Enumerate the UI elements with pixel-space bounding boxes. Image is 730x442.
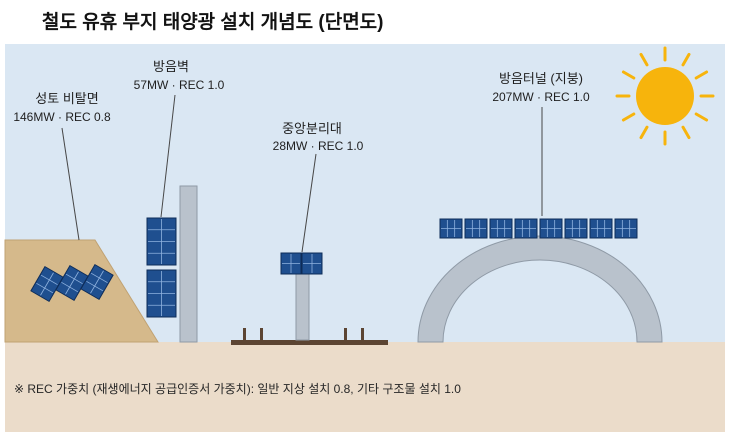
sun-disc: [636, 67, 694, 125]
embankment-site: 성토 비탈면 146MW · REC 0.8: [4, 91, 159, 343]
solar-panel-grid-line: [40, 272, 54, 296]
embankment-label: 성토 비탈면: [35, 91, 98, 106]
solar-panel-grid-line: [65, 273, 83, 285]
rail-post: [361, 328, 364, 340]
ground: [5, 342, 725, 432]
median-pole: [295, 273, 310, 341]
solar-panel-grid-line: [90, 272, 108, 284]
solar-panel-grid-line: [86, 280, 104, 292]
rec-weight-footnote: ※ REC 가중치 (재생에너지 공급인증서 가중치): 일반 지상 설치 0.…: [14, 382, 461, 396]
solar-panel-grid-line: [61, 281, 79, 293]
median-solar-panels: [280, 252, 323, 275]
solar-panel: [514, 218, 538, 239]
sun-rays: [615, 46, 715, 146]
rail-track-base: [231, 340, 388, 345]
solar-panel: [146, 269, 177, 318]
embankment-leader-line: [61, 127, 80, 241]
solar-panel: [564, 218, 588, 239]
rail-post: [243, 328, 246, 340]
noise-barrier-capacity: 57MW · REC 1.0: [134, 78, 225, 92]
sun-ray: [639, 52, 649, 67]
solar-panel-grid-line: [65, 271, 79, 295]
sun-ray: [694, 112, 709, 122]
sun-ray: [621, 70, 636, 80]
sun-ray: [621, 112, 636, 122]
solar-panel: [30, 265, 64, 303]
diagram-title: 철도 유휴 부지 태양광 설치 개념도 (단면도): [42, 11, 384, 33]
solar-panel-grid-line: [40, 274, 58, 286]
rail-post: [260, 328, 263, 340]
noise-barrier-site: 방음벽 57MW · REC 1.0: [134, 59, 225, 343]
rail-post: [344, 328, 347, 340]
solar-panel-grid-line: [90, 270, 104, 294]
sun-ray: [681, 52, 691, 67]
solar-panel: [464, 218, 488, 239]
median-leader-line: [301, 153, 317, 253]
solar-panel: [589, 218, 613, 239]
noise-barrier-wall: [179, 185, 198, 343]
solar-panel: [539, 218, 563, 239]
sun-ray: [681, 125, 691, 140]
solar-panel: [439, 218, 463, 239]
solar-panel: [280, 252, 302, 275]
median-site: 중앙분리대 28MW · REC 1.0: [231, 121, 388, 345]
embankment-solar-panels: [30, 263, 114, 303]
noise-tunnel-label: 방음터널 (지붕): [499, 71, 583, 86]
noise-tunnel-capacity: 207MW · REC 1.0: [492, 90, 590, 104]
median-capacity: 28MW · REC 1.0: [273, 139, 364, 153]
solar-panel: [301, 252, 323, 275]
solar-panel-grid-line: [36, 282, 54, 294]
noise-tunnel-roof-solar-panels: [439, 218, 638, 239]
solar-panel: [614, 218, 638, 239]
noise-barrier-leader-line: [160, 94, 176, 218]
noise-tunnel-arch: [417, 235, 663, 343]
solar-panel: [80, 263, 114, 301]
noise-barrier-solar-panels: [146, 217, 177, 318]
sun-icon: [615, 46, 715, 146]
solar-panel: [146, 217, 177, 266]
embankment-capacity: 146MW · REC 0.8: [13, 110, 111, 124]
noise-barrier-label: 방음벽: [153, 59, 189, 74]
embankment-slope: [4, 239, 159, 343]
noise-tunnel-site: 방음터널 (지붕) 207MW · REC 1.0: [417, 71, 663, 343]
sun-ray: [694, 70, 709, 80]
sun-ray: [639, 125, 649, 140]
median-label: 중앙분리대: [282, 121, 342, 136]
solar-panel: [489, 218, 513, 239]
